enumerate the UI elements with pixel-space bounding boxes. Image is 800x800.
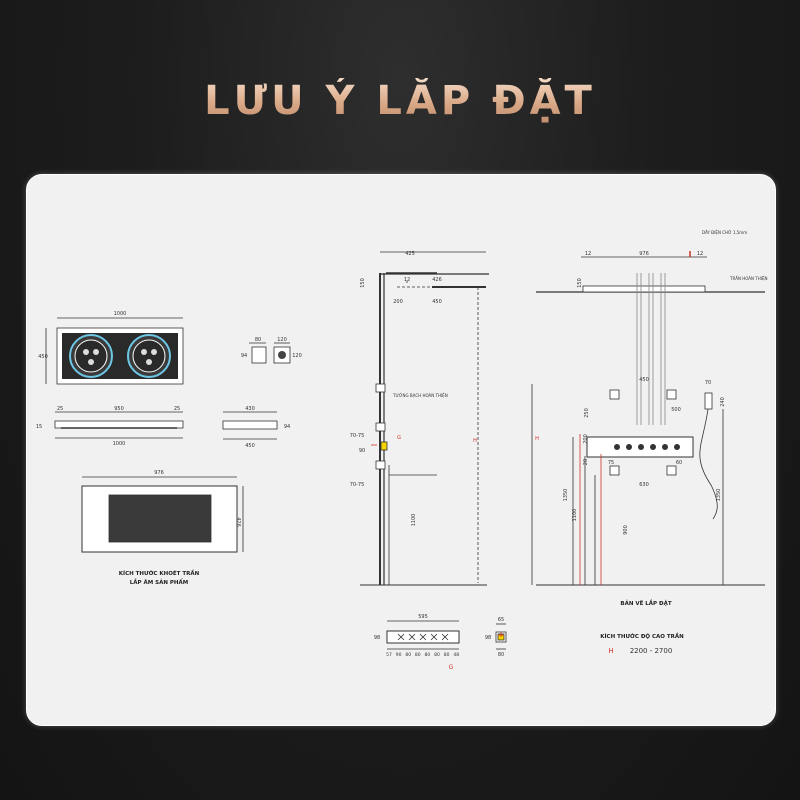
side-thickness: 15 xyxy=(36,424,42,430)
right-200: 200 xyxy=(583,434,589,444)
mid-450: 450 xyxy=(432,299,442,305)
mid-90: 90 xyxy=(359,448,365,454)
right-900: 900 xyxy=(623,525,629,535)
height-h-label: H xyxy=(608,647,613,655)
side-view-shower-panel xyxy=(54,411,184,439)
bottom-80: 80 xyxy=(498,652,504,658)
valve-row-dim: 90 xyxy=(396,652,402,658)
valve-row-dim: 80 xyxy=(425,652,431,658)
box2-width: 120 xyxy=(277,337,287,343)
side-25b: 25 xyxy=(174,406,180,412)
cutout-426: 426 xyxy=(235,517,241,527)
wall-label: TƯỜNG BẠCH HOÀN THIỆN xyxy=(392,393,448,398)
right-20: 20 xyxy=(583,459,589,465)
right-h-mark: H xyxy=(535,436,539,442)
mid-426: 426 xyxy=(432,277,442,283)
side-25a: 25 xyxy=(57,406,63,412)
mid-70-75b: 70-75 xyxy=(350,482,365,488)
mid-g-mark: G xyxy=(397,435,401,441)
cutout-976: 976 xyxy=(154,470,164,476)
right-1100: 1100 xyxy=(572,509,578,522)
page-title: LƯU Ý LẮP ĐẶT xyxy=(0,78,800,124)
valve-row-dim: 80 xyxy=(405,652,411,658)
side-view-box xyxy=(222,411,278,440)
installation-diagram: 1000 450 80 94 120 120 25 950 25 15 1000… xyxy=(36,230,768,671)
valve-front-view xyxy=(386,620,507,650)
panel-width-label: 1000 xyxy=(114,311,127,317)
panel-height-label: 450 xyxy=(38,354,48,360)
box1-width: 80 xyxy=(255,337,261,343)
side-1000: 1000 xyxy=(113,441,126,447)
box1-height: 94 xyxy=(241,353,247,359)
right-1350b: 1350 xyxy=(716,489,722,502)
bottom-98b: 98 xyxy=(485,635,491,641)
right-12b: 12 xyxy=(697,251,703,257)
right-60: 60 xyxy=(676,460,682,466)
mid-12: 12 xyxy=(404,277,410,283)
side-elevation xyxy=(360,251,489,586)
control-box-small xyxy=(249,342,291,364)
install-caption: BẢN VẼ LẮP ĐẶT xyxy=(620,599,671,607)
right-150: 150 xyxy=(577,278,583,288)
wire-label: DÂY ĐIỆN CHỜ 1,5mm xyxy=(702,230,747,235)
box2-height: 120 xyxy=(292,353,302,359)
valve-row-dim: 57 xyxy=(386,652,392,658)
cutout-caption-2: LẮP ÂM SẢN PHẨM xyxy=(130,578,188,586)
valve-row-dim: 48 xyxy=(453,652,459,658)
height-range: 2200 - 2700 xyxy=(630,647,673,655)
height-title: KÍCH THƯỚC ĐỘ CAO TRẦN xyxy=(600,631,684,640)
mid-200: 200 xyxy=(393,299,403,305)
bottom-g-mark: G xyxy=(449,664,454,671)
bottom-65: 65 xyxy=(498,617,504,623)
bottom-98a: 98 xyxy=(374,635,380,641)
valve-row-dim: 80 xyxy=(415,652,421,658)
valve-row-dim: 80 xyxy=(434,652,440,658)
mid-150: 150 xyxy=(360,278,366,288)
valve-row-dim: 80 xyxy=(444,652,450,658)
ceiling-label: TRẦN HOÀN THIỆN xyxy=(729,276,767,281)
side-950: 950 xyxy=(114,406,124,412)
ceiling-cutout xyxy=(81,476,244,553)
mid-70-75a: 70-75 xyxy=(350,433,365,439)
right-70: 70 xyxy=(705,380,711,386)
small-94: 94 xyxy=(284,424,290,430)
right-75: 75 xyxy=(608,460,614,466)
cutout-caption-1: KÍCH THƯỚC KHOÉT TRẦN xyxy=(119,568,200,577)
small-430: 430 xyxy=(245,406,255,412)
top-view-shower-panel xyxy=(45,317,184,385)
right-450: 450 xyxy=(639,377,649,383)
right-12a: 12 xyxy=(585,251,591,257)
bottom-595: 595 xyxy=(418,614,428,620)
right-976: 976 xyxy=(639,251,649,257)
diagram-panel: 1000 450 80 94 120 120 25 950 25 15 1000… xyxy=(26,174,776,726)
mid-h-mark: H xyxy=(473,438,477,444)
small-450: 450 xyxy=(245,443,255,449)
right-250: 250 xyxy=(584,408,590,418)
mid-1100: 1100 xyxy=(411,514,417,527)
right-1350a: 1350 xyxy=(563,489,569,502)
front-elevation xyxy=(531,251,765,586)
right-240: 240 xyxy=(720,397,726,407)
mid-425: 425 xyxy=(405,251,415,257)
right-630: 630 xyxy=(639,482,649,488)
right-500: 500 xyxy=(671,407,681,413)
